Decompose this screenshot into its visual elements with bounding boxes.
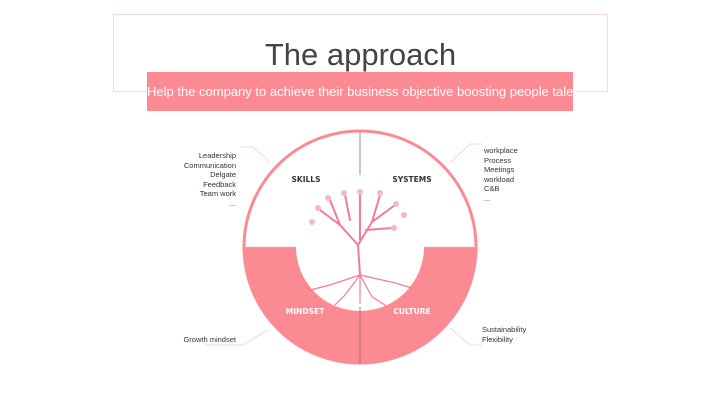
mindset-leader bbox=[205, 329, 269, 346]
systems-leader bbox=[449, 143, 482, 164]
culture-list: Sustainability Flexibility bbox=[482, 325, 526, 344]
list-item: Flexibility bbox=[482, 334, 513, 344]
systems-label: SYSTEMS bbox=[392, 175, 431, 184]
list-item: workplace bbox=[484, 146, 518, 155]
mindset-label: MINDSET bbox=[286, 307, 325, 316]
mindset-list: Growth mindset bbox=[183, 335, 236, 345]
list-item: workload bbox=[484, 174, 515, 184]
list-item: Feedback bbox=[203, 179, 236, 189]
list-item: Process bbox=[484, 155, 512, 165]
subtitle-banner: Help the company to achieve their busine… bbox=[147, 72, 584, 111]
list-item: Communication bbox=[183, 160, 236, 170]
list-item: Growth mindset bbox=[183, 335, 236, 344]
list-item: ... bbox=[229, 198, 236, 208]
page-title: The approach bbox=[264, 37, 457, 72]
culture-leader bbox=[449, 327, 482, 346]
skills-list: Leadership Communication Delgate Feedbac… bbox=[184, 151, 236, 209]
list-item: Meetings bbox=[484, 165, 515, 175]
systems-list: workplace Process Meetings workload C&B … bbox=[484, 146, 518, 204]
list-item: Team work bbox=[199, 189, 236, 199]
skills-leader bbox=[240, 146, 271, 163]
list-item: C&B bbox=[484, 184, 500, 194]
list-item: Sustainability bbox=[482, 325, 527, 334]
list-item: Delgate bbox=[210, 170, 236, 180]
skills-label: SKILLS bbox=[292, 175, 321, 184]
list-item: ... bbox=[484, 193, 491, 203]
lower-half-ring bbox=[243, 247, 477, 364]
list-item: Leadership bbox=[198, 151, 236, 160]
tree-icon bbox=[309, 189, 413, 306]
culture-label: CULTURE bbox=[393, 307, 430, 316]
